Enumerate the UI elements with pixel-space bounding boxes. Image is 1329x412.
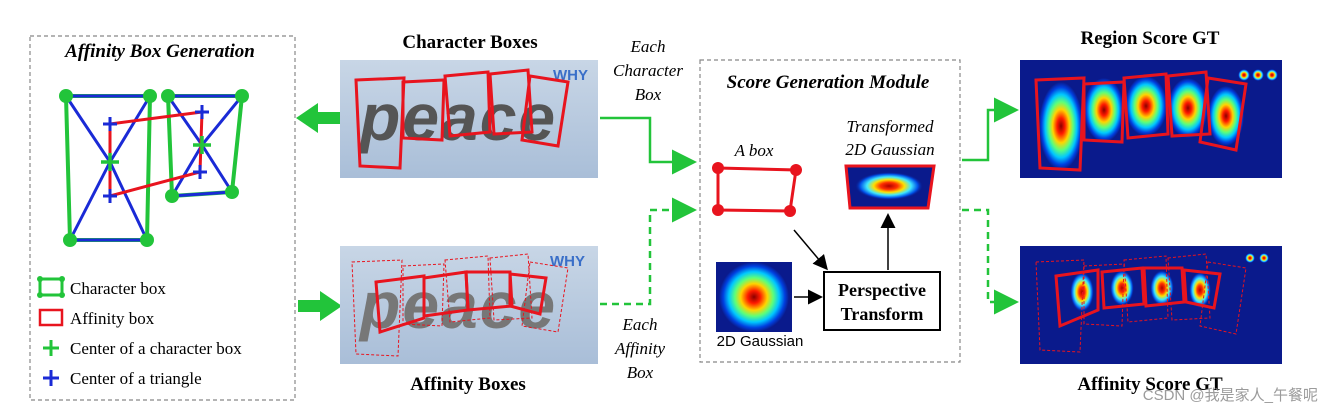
affinity-illustration [59,89,249,247]
red-box-icon [38,308,64,327]
a-box-label: A box [734,141,774,160]
score-generation-module: Score Generation Module A box Transforme… [699,59,961,363]
right-arrow-icon [298,291,342,321]
watermark: CSDN @我是家人_午餐呢 [1143,387,1318,404]
region-score-map [1020,60,1282,178]
affinity-score-title: Affinity Score GT [1077,374,1223,395]
arrow-label: Box [627,363,654,382]
affinity-legend: Character box Affinity box Center of a c… [37,276,242,388]
left-arrow-icon [296,103,340,133]
affinity-boxes-image: peace WHY [340,246,598,364]
connector-affinity-out [962,208,1019,315]
a-box-shape [712,162,802,217]
green-box-icon [37,276,65,298]
green-plus-icon [43,340,59,356]
arrow-label: Affinity [614,339,666,358]
perspective-label: Perspective [838,280,926,300]
transformed-gaussian [844,164,936,210]
legend-label: Character box [70,279,166,298]
character-boxes-title: Character Boxes [402,32,537,53]
arrow-label: Box [635,85,662,104]
gaussian-2d [716,262,792,332]
legend-label: Center of a character box [70,339,242,358]
transformed-label: Transformed [847,117,934,136]
perspective-label: Transform [841,304,924,324]
transformed-label: 2D Gaussian [845,140,934,159]
photo-word: peace [358,80,557,154]
gaussian-label: 2D Gaussian [717,333,804,350]
affinity-score-map [1020,246,1282,364]
affinity-panel-title: Affinity Box Generation [64,41,255,62]
affinity-generation-panel: Affinity Box Generation [29,35,296,401]
module-title: Score Generation Module [727,72,930,93]
legend-label: Center of a triangle [70,369,202,388]
blue-plus-icon [43,370,59,386]
legend-label: Affinity box [70,309,155,328]
affinity-boxes-title: Affinity Boxes [410,374,526,395]
photo-logo: WHY [550,253,585,270]
character-boxes-image: peace WHY [340,60,598,178]
perspective-transform-box [823,271,941,331]
connector-character: Each Character Box [600,37,697,175]
connector-region [962,97,1019,162]
arrow-label: Each [630,37,666,56]
region-score-title: Region Score GT [1081,28,1220,49]
arrow-label: Character [613,61,683,80]
connector-affinity: Each Affinity Box [600,197,697,382]
arrow-label: Each [622,315,658,334]
